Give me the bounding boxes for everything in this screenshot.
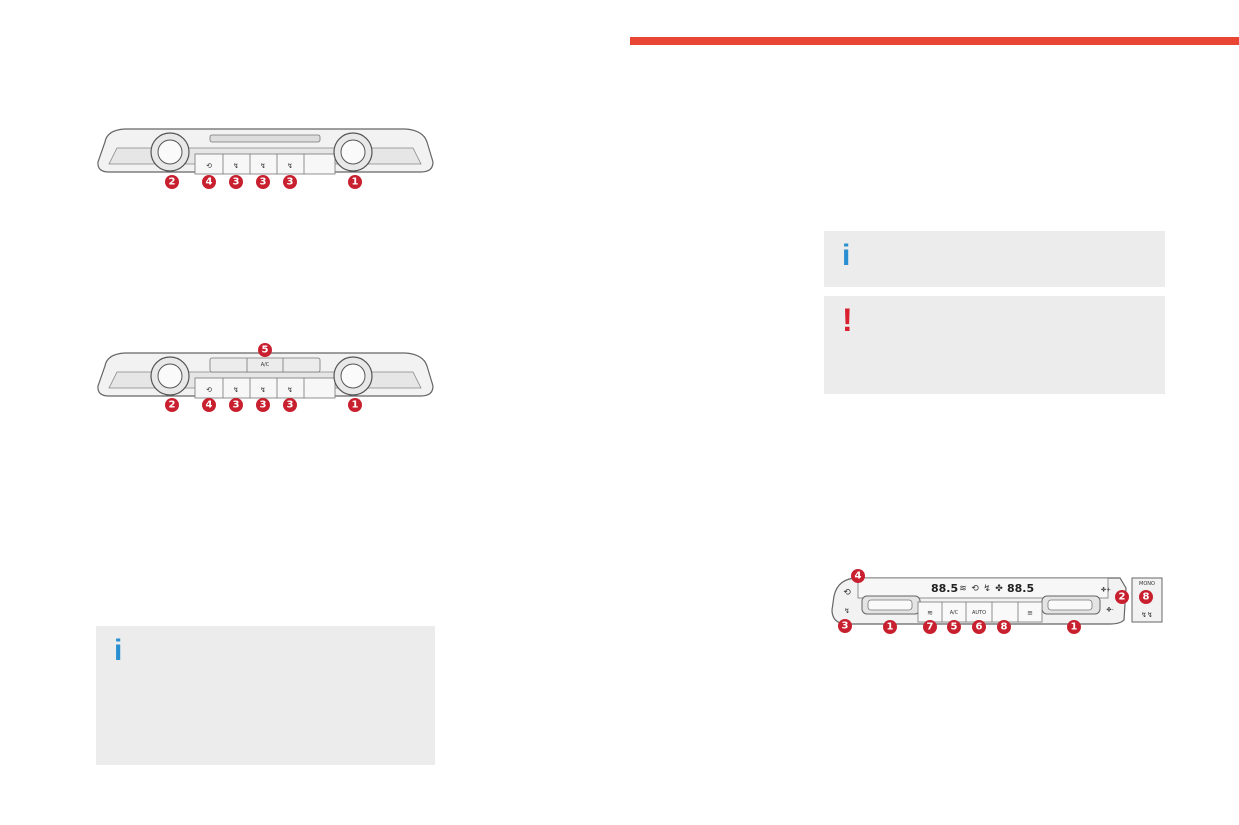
info-icon: i	[114, 634, 123, 667]
callout-label: 3	[260, 177, 267, 188]
callout-label: 2	[1119, 592, 1126, 603]
callout-label: 3	[260, 400, 267, 411]
fan-icon: ✤	[995, 584, 1003, 594]
mono-button[interactable]: MONO	[1139, 581, 1155, 587]
recirculation-icon[interactable]: ⟲	[843, 588, 851, 598]
fan-increase-icon[interactable]: ✤+	[1101, 587, 1111, 594]
temp-display-right: 88.5	[1007, 582, 1034, 595]
callout-marker	[229, 175, 243, 189]
callout-label: 8	[1001, 622, 1008, 633]
recirculation-icon[interactable]: ⟲	[206, 162, 212, 170]
callout-label: 5	[951, 622, 958, 633]
control-panel-manual: ⟲ ↯ ↯ ↯ 2 4 3 3 3 1	[95, 124, 435, 196]
callout-marker	[997, 620, 1011, 634]
air-distribution-icon[interactable]: ↯	[233, 162, 239, 170]
header-accent-bar	[630, 37, 1239, 45]
callout-marker	[851, 569, 865, 583]
air-distribution-icon[interactable]: ↯	[287, 162, 293, 170]
warning-note-right: !	[824, 296, 1165, 394]
callout-marker	[202, 175, 216, 189]
callout-marker	[1067, 620, 1081, 634]
air-distribution-icon[interactable]: ↯	[260, 162, 266, 170]
callout-label: 1	[887, 622, 894, 633]
callout-marker	[165, 175, 179, 189]
ac-button[interactable]: A/C	[950, 610, 959, 616]
control-panel-manual-ac: A/C ⟲ ↯ ↯ ↯ 5 2 4 3 3 3 1	[95, 340, 435, 420]
air-distribution-icon[interactable]: ↯↯	[1141, 611, 1153, 619]
callout-marker	[348, 175, 362, 189]
info-note-left: i	[96, 626, 435, 765]
air-distribution-icon[interactable]: ↯	[260, 386, 266, 394]
defrost-icon: ≋	[959, 584, 967, 594]
air-distribution-icon[interactable]: ↯	[233, 386, 239, 394]
callout-marker	[165, 398, 179, 412]
callout-label: 8	[1143, 592, 1150, 603]
callout-marker	[202, 398, 216, 412]
control-panel-automatic: 88.5 ≋ ⟲ ↯ ✤ 88.5 ≋ A/C AUTO ≡ ⟲ ↯ ✤+ ✤-…	[830, 566, 1166, 642]
callout-marker	[1139, 590, 1153, 604]
callout-label: 3	[233, 400, 240, 411]
callout-marker	[947, 620, 961, 634]
callout-marker	[972, 620, 986, 634]
callout-label: 4	[206, 177, 213, 188]
recirculation-icon: ⟲	[971, 584, 979, 594]
callout-marker	[256, 175, 270, 189]
callout-label: 1	[1071, 622, 1078, 633]
recirculation-icon[interactable]: ⟲	[206, 386, 212, 394]
air-distribution-icon: ↯	[983, 584, 991, 594]
callout-label: 5	[262, 345, 269, 356]
callout-label: 4	[206, 400, 213, 411]
callout-label: 2	[169, 177, 176, 188]
auto-button[interactable]: AUTO	[972, 610, 986, 616]
warning-icon: !	[842, 302, 853, 338]
rear-defrost-icon[interactable]: ≡	[1027, 609, 1033, 617]
callout-label: 3	[842, 621, 849, 632]
callout-label: 7	[927, 622, 934, 633]
callout-marker	[258, 343, 272, 357]
info-icon: i	[842, 239, 851, 272]
ac-button[interactable]: A/C	[261, 362, 270, 368]
callout-marker	[923, 620, 937, 634]
fan-decrease-icon[interactable]: ✤-	[1106, 607, 1113, 614]
callout-label: 6	[976, 622, 983, 633]
callout-marker	[229, 398, 243, 412]
callout-label: 1	[352, 177, 359, 188]
air-distribution-icon[interactable]: ↯	[844, 607, 850, 615]
callout-marker	[283, 175, 297, 189]
air-distribution-icon[interactable]: ↯	[287, 386, 293, 394]
callout-marker	[283, 398, 297, 412]
display-screen	[857, 577, 1109, 599]
info-note-right: i	[824, 231, 1165, 287]
callout-label: 2	[169, 400, 176, 411]
temp-display-left: 88.5	[931, 582, 958, 595]
callout-marker	[348, 398, 362, 412]
windscreen-defrost-icon[interactable]: ≋	[927, 609, 933, 617]
callout-label: 1	[352, 400, 359, 411]
callout-label: 3	[287, 177, 294, 188]
callout-label: 3	[233, 177, 240, 188]
callout-marker	[883, 620, 897, 634]
callout-label: 4	[855, 571, 862, 582]
callout-marker	[838, 619, 852, 633]
callout-label: 3	[287, 400, 294, 411]
callout-marker	[1115, 590, 1129, 604]
callout-marker	[256, 398, 270, 412]
